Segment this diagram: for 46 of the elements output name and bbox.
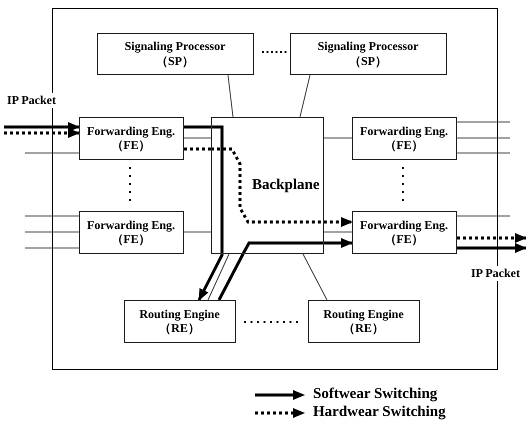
- connector-line: [184, 126, 211, 128]
- box-label: Forwarding Eng.: [360, 218, 448, 232]
- connector-line: [302, 254, 328, 300]
- arrow: [198, 126, 224, 301]
- arrow: [457, 243, 526, 253]
- process-box: [78, 210, 184, 254]
- box-label: Signaling Processor: [318, 39, 418, 54]
- arrow: [4, 122, 80, 132]
- connector-line: [208, 254, 230, 300]
- box-label: Backplane: [252, 176, 320, 194]
- process-box: [96, 32, 254, 74]
- box-label: Routing Engine: [139, 306, 220, 321]
- process-box: [124, 300, 236, 342]
- connector-line: [300, 74, 310, 118]
- box-label: Forwarding Eng.: [86, 218, 175, 232]
- connector-line: [184, 148, 211, 150]
- arrow: [242, 238, 353, 255]
- box-label: Forwarding Eng.: [360, 124, 448, 138]
- box-label: （FE）: [384, 138, 424, 152]
- box-label: Forwarding Eng.: [86, 124, 175, 138]
- arrow: [211, 148, 353, 227]
- connector-line: [24, 152, 80, 154]
- legend-text: Hardwear Switching: [313, 404, 446, 421]
- process-box: [308, 300, 420, 342]
- legend-text: Softwear Switching: [313, 386, 438, 403]
- box-label: Signaling Processor: [124, 39, 226, 54]
- process-box: [352, 116, 456, 160]
- arrow: [4, 128, 80, 138]
- arrow: [457, 233, 526, 243]
- box-label: Routing Engine: [323, 306, 404, 321]
- box-label: （SP）: [156, 54, 194, 68]
- process-box: [78, 116, 184, 160]
- box-label: （RE）: [343, 321, 384, 336]
- box-label: （FE）: [384, 232, 424, 246]
- port-label: IP Packet: [6, 93, 57, 108]
- connector-line: [456, 152, 510, 154]
- port-label: IP Packet: [470, 266, 521, 281]
- process-box: [290, 32, 446, 74]
- connector-line: [218, 253, 244, 301]
- box-label: （FE）: [111, 232, 151, 246]
- box-label: （SP）: [348, 54, 387, 68]
- connector-line: [228, 74, 234, 118]
- box-label: （RE）: [159, 321, 200, 336]
- backplane-box: [210, 116, 324, 254]
- box-label: （FE）: [111, 138, 151, 152]
- process-box: [352, 210, 456, 254]
